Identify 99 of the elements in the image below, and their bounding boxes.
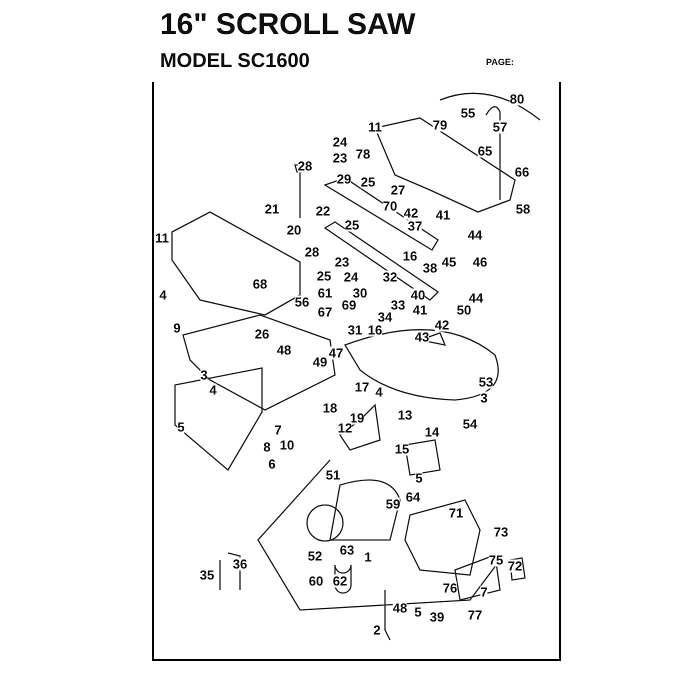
callout-number: 76 xyxy=(442,582,458,594)
callout-number: 23 xyxy=(334,256,350,268)
page-label: PAGE: xyxy=(486,57,514,67)
callout-number: 4 xyxy=(209,384,217,396)
callout-number: 53 xyxy=(478,376,494,388)
callout-number: 45 xyxy=(442,256,456,268)
callout-number: 70 xyxy=(382,200,398,212)
callout-number: 11 xyxy=(155,232,169,244)
callout-number: 24 xyxy=(344,270,358,284)
callout-number: 14 xyxy=(424,426,440,438)
callout-number: 5 xyxy=(414,606,422,618)
callout-number: 69 xyxy=(342,298,356,312)
callout-number: 48 xyxy=(392,602,408,614)
callout-number: 65 xyxy=(478,144,492,158)
callout-number: 16 xyxy=(368,324,382,336)
callout-number: 7 xyxy=(274,424,282,436)
callout-number: 55 xyxy=(460,106,476,120)
callout-number: 42 xyxy=(404,206,418,220)
callout-number: 23 xyxy=(332,152,348,164)
callout-number: 19 xyxy=(350,412,364,424)
callout-number: 37 xyxy=(408,220,422,232)
title: 16" SCROLL SAW xyxy=(160,8,416,42)
callout-number: 21 xyxy=(264,202,280,216)
callout-number: 51 xyxy=(326,468,340,482)
callout-number: 25 xyxy=(316,270,332,282)
callout-number: 44 xyxy=(468,292,484,304)
callout-number: 66 xyxy=(514,166,530,178)
callout-number: 49 xyxy=(312,356,328,368)
callout-number: 54 xyxy=(462,418,478,430)
callout-number: 16 xyxy=(402,250,418,262)
callout-number: 41 xyxy=(436,208,450,222)
callout-number: 67 xyxy=(318,306,332,318)
callout-number: 15 xyxy=(394,442,410,456)
callout-number: 79 xyxy=(432,118,448,132)
callout-number: 29 xyxy=(336,172,352,186)
callout-number: 59 xyxy=(386,498,400,510)
callout-number: 44 xyxy=(468,228,482,242)
callout-number: 4 xyxy=(159,288,167,302)
callout-number: 36 xyxy=(232,558,248,570)
callout-number: 17 xyxy=(354,380,370,394)
callout-number: 64 xyxy=(406,490,420,504)
callout-number: 20 xyxy=(286,224,302,236)
callout-number: 62 xyxy=(332,574,348,588)
callout-number: 22 xyxy=(316,204,330,218)
callout-number: 42 xyxy=(434,318,450,332)
callout-number: 4 xyxy=(375,386,383,398)
callout-number: 5 xyxy=(177,420,185,434)
callout-number: 3 xyxy=(200,368,208,382)
callout-number: 26 xyxy=(254,328,270,340)
callout-number: 12 xyxy=(338,422,352,434)
callout-number: 61 xyxy=(318,286,332,300)
callout-number: 10 xyxy=(280,438,294,452)
callout-number: 71 xyxy=(448,506,464,520)
callout-number: 38 xyxy=(422,262,438,274)
callout-number: 78 xyxy=(356,148,370,160)
callout-number: 80 xyxy=(510,92,524,106)
callout-number: 40 xyxy=(410,288,426,302)
callout-number: 18 xyxy=(322,402,338,414)
callout-number: 60 xyxy=(308,574,324,588)
callout-number: 11 xyxy=(368,120,382,134)
callout-number: 43 xyxy=(414,330,430,344)
callout-number: 73 xyxy=(494,526,508,538)
callout-number: 13 xyxy=(398,408,412,422)
callout-number: 63 xyxy=(340,544,354,556)
callout-number: 25 xyxy=(344,218,360,232)
callout-number: 41 xyxy=(412,304,428,316)
callout-number: 77 xyxy=(468,608,482,622)
callout-number: 56 xyxy=(294,296,310,308)
callout-number: 32 xyxy=(382,270,398,284)
callout-number: 48 xyxy=(276,344,292,356)
callout-number: 50 xyxy=(456,304,472,316)
callout-number: 31 xyxy=(348,324,362,336)
callout-number: 1 xyxy=(364,550,372,564)
callout-number: 24 xyxy=(332,136,348,148)
callout-number: 47 xyxy=(328,346,344,360)
callout-number: 7 xyxy=(480,586,488,598)
callout-number: 57 xyxy=(492,120,508,134)
callout-number: 58 xyxy=(516,202,530,216)
callout-number: 68 xyxy=(252,278,268,290)
callout-number: 28 xyxy=(304,246,320,258)
callout-number: 46 xyxy=(472,256,488,268)
callout-number: 35 xyxy=(200,568,214,582)
callout-number: 52 xyxy=(308,550,322,562)
callout-number: 75 xyxy=(488,554,504,566)
model-label: MODEL SC1600 xyxy=(160,50,310,73)
callout-number: 25 xyxy=(360,176,376,188)
callout-number: 34 xyxy=(378,310,392,324)
callout-number: 6 xyxy=(268,458,276,470)
callout-number: 33 xyxy=(390,298,406,312)
callout-number: 5 xyxy=(415,472,423,484)
callout-number: 8 xyxy=(263,440,271,454)
callout-number: 72 xyxy=(508,560,522,572)
callout-number: 30 xyxy=(352,286,368,300)
callout-number: 2 xyxy=(373,624,381,636)
callout-number: 39 xyxy=(430,610,444,624)
callout-number: 28 xyxy=(298,160,312,172)
callout-number: 9 xyxy=(173,322,181,334)
callout-number: 27 xyxy=(390,184,406,196)
callout-number: 3 xyxy=(480,392,488,404)
